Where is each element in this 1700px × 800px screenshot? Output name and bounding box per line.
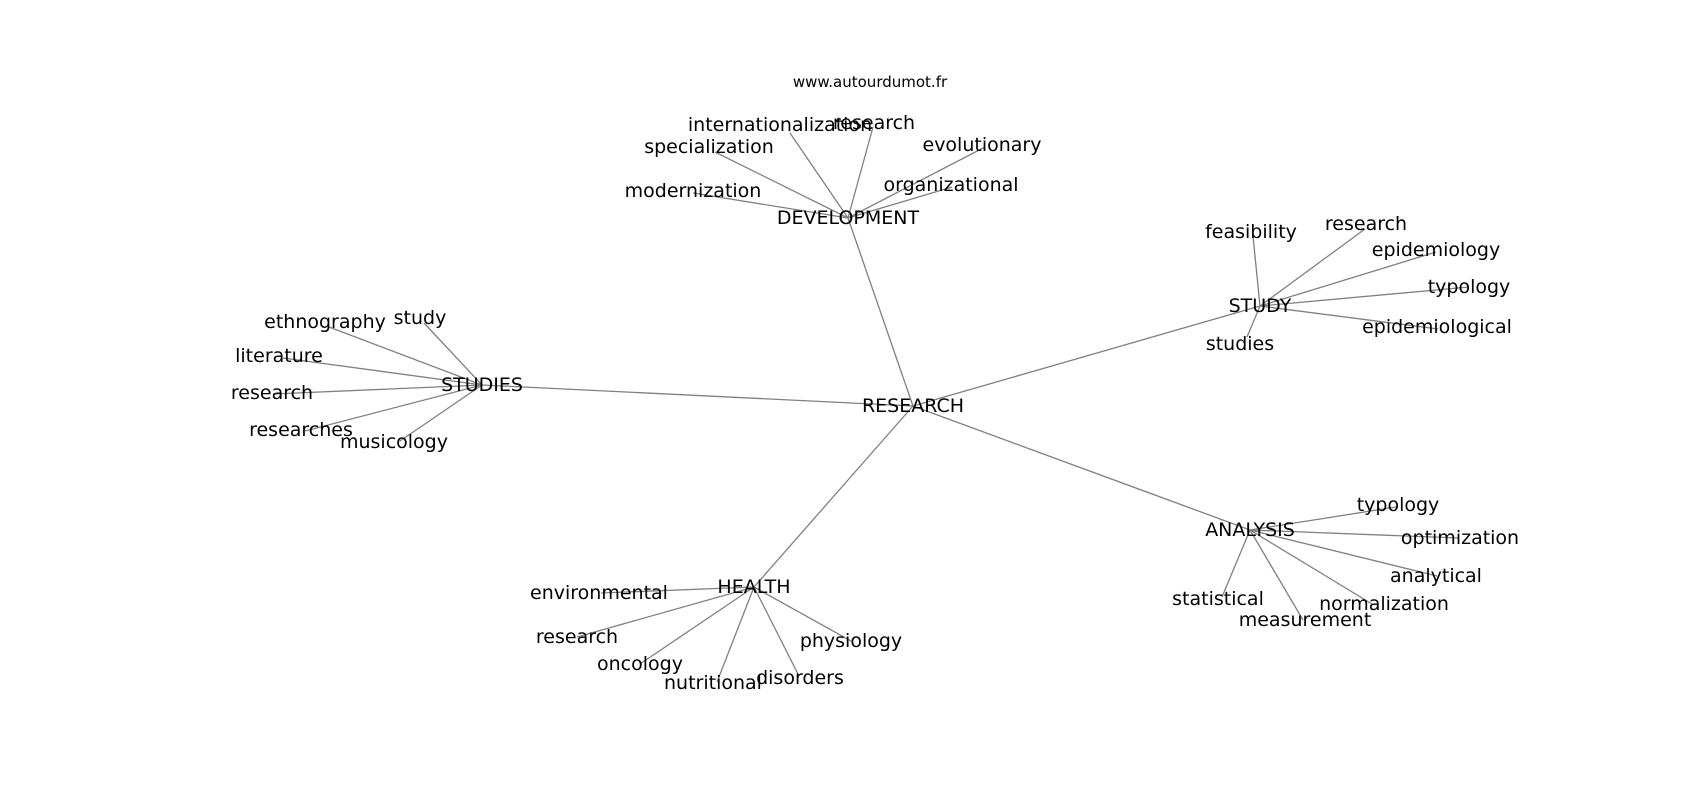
edge-health-to-research	[576, 586, 755, 638]
edge-study-to-epidemiological	[1259, 305, 1439, 330]
word-node-development-research[interactable]: research	[833, 112, 915, 134]
word-node-study-research[interactable]: research	[1325, 213, 1407, 235]
edge-study-to-studies	[1246, 305, 1261, 338]
edge-studies-to-literature	[282, 357, 483, 386]
edge-center-to-studies	[481, 384, 914, 407]
edge-analysis-to-normalization	[1249, 529, 1373, 605]
edge-health-to-disorders	[753, 586, 800, 677]
hub-node-health[interactable]: HEALTH	[717, 576, 790, 598]
word-node-analysis-analytical[interactable]: analytical	[1390, 565, 1482, 587]
hub-node-development[interactable]: DEVELOPMENT	[777, 207, 920, 229]
edge-development-to-evolutionary	[847, 146, 986, 219]
edge-development-to-internationalization	[789, 132, 849, 219]
word-node-study-epidemiology[interactable]: epidemiology	[1372, 239, 1500, 261]
word-node-development-evolutionary[interactable]: evolutionary	[923, 134, 1042, 156]
word-node-health-physiology[interactable]: physiology	[800, 630, 902, 652]
word-node-studies-musicology[interactable]: musicology	[340, 431, 448, 453]
word-node-studies-literature[interactable]: literature	[235, 345, 323, 367]
edge-studies-to-research	[272, 384, 483, 395]
center-node-label[interactable]: RESEARCH	[862, 395, 964, 417]
word-node-health-nutritional[interactable]: nutritional	[664, 672, 762, 694]
edge-center-to-study	[912, 305, 1261, 407]
graph-edges	[272, 126, 1470, 683]
edge-study-to-epidemiology	[1259, 251, 1437, 307]
hub-node-study[interactable]: STUDY	[1229, 295, 1292, 317]
edge-health-to-environmental	[600, 586, 755, 594]
graph-labels: RESEARCHDEVELOPMENTinternationalizationr…	[231, 112, 1519, 694]
word-node-study-studies[interactable]: studies	[1206, 333, 1274, 355]
edge-analysis-to-optimization	[1249, 529, 1460, 539]
edge-center-to-health	[753, 405, 914, 588]
word-node-development-modernization[interactable]: modernization	[625, 180, 762, 202]
edge-analysis-to-statistical	[1221, 529, 1251, 598]
word-node-studies-researches[interactable]: researches	[249, 419, 353, 441]
edge-studies-to-study	[423, 322, 483, 386]
edge-analysis-to-analytical	[1249, 529, 1438, 577]
edge-analysis-to-measurement	[1249, 529, 1304, 621]
word-node-studies-ethnography[interactable]: ethnography	[264, 311, 386, 333]
word-node-analysis-statistical[interactable]: statistical	[1172, 588, 1264, 610]
word-node-study-typology[interactable]: typology	[1428, 276, 1511, 298]
word-node-health-oncology[interactable]: oncology	[597, 653, 683, 675]
word-node-analysis-measurement[interactable]: measurement	[1239, 609, 1372, 631]
word-node-development-internationalization[interactable]: internationalization	[688, 114, 872, 136]
edge-analysis-to-typology	[1249, 506, 1397, 531]
hub-node-analysis[interactable]: ANALYSIS	[1205, 519, 1295, 541]
word-node-study-epidemiological[interactable]: epidemiological	[1362, 316, 1512, 338]
edge-health-to-nutritional	[716, 586, 755, 683]
word-node-health-environmental[interactable]: environmental	[530, 582, 668, 604]
word-node-development-organizational[interactable]: organizational	[883, 174, 1018, 196]
word-node-health-research[interactable]: research	[536, 626, 618, 648]
edge-development-to-organizational	[847, 186, 953, 219]
edge-development-to-specialization	[714, 151, 849, 219]
word-node-study-feasibility[interactable]: feasibility	[1205, 221, 1297, 243]
word-node-development-specialization[interactable]: specialization	[644, 136, 774, 158]
word-node-health-disorders[interactable]: disorders	[756, 667, 844, 689]
edge-development-to-research	[847, 126, 874, 219]
hub-node-studies[interactable]: STUDIES	[441, 374, 523, 396]
word-node-studies-study[interactable]: study	[394, 307, 447, 329]
edge-development-to-modernization	[692, 192, 849, 219]
edge-health-to-oncology	[639, 586, 755, 665]
edge-center-to-development	[847, 217, 914, 407]
edge-studies-to-musicology	[399, 384, 483, 442]
word-node-analysis-typology[interactable]: typology	[1357, 494, 1440, 516]
word-node-analysis-normalization[interactable]: normalization	[1319, 593, 1449, 615]
edge-studies-to-researches	[304, 384, 483, 432]
edge-center-to-analysis	[912, 405, 1251, 531]
word-node-studies-research[interactable]: research	[231, 382, 313, 404]
edge-health-to-physiology	[753, 586, 852, 642]
edge-study-to-feasibility	[1252, 235, 1261, 307]
site-watermark[interactable]: www.autourdumot.fr	[793, 73, 948, 91]
word-node-analysis-optimization[interactable]: optimization	[1401, 527, 1519, 549]
edge-study-to-typology	[1259, 286, 1470, 307]
edge-study-to-research	[1259, 228, 1366, 307]
edge-studies-to-ethnography	[328, 326, 483, 386]
